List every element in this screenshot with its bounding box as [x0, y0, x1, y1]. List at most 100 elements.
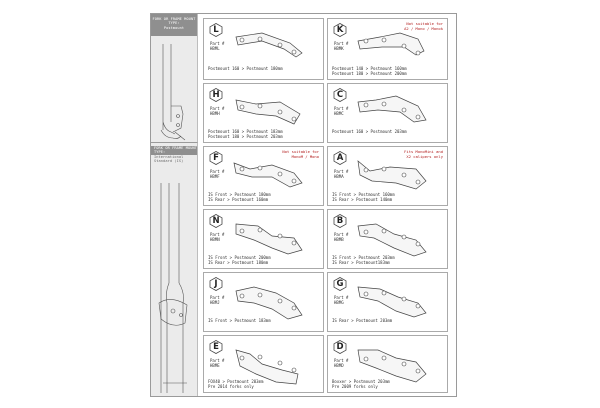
part-code: HBMA [334, 174, 344, 179]
part-label: Part # [210, 169, 225, 174]
description-line: Postmount 160 > Postmount 203mm [332, 128, 407, 134]
section-subtitle: International Standard (IS) [154, 154, 184, 164]
adaptor-card-c: C Part #HBMC Postmount 160 > Postmount 203… [327, 83, 448, 143]
part-number: Part #HBMB [334, 232, 348, 242]
adaptor-description: Postmount 160 > Postmount 180mm [208, 66, 283, 76]
part-label: Part # [334, 106, 349, 111]
hexagon-letter-icon: L [209, 23, 223, 37]
brake-adaptor-drawing-icon [235, 349, 299, 385]
part-label: Part # [210, 41, 225, 46]
section-subtitle: Postmount [163, 25, 185, 30]
adaptor-card-g: G Part #HBMG IS Rear > Postmount 203mm [327, 272, 448, 332]
brake-adaptor-drawing-icon [235, 99, 301, 125]
part-number: Part #HBMJ [210, 295, 224, 305]
part-code: HBMD [334, 363, 344, 368]
brake-adaptor-drawing-icon [357, 349, 427, 383]
part-code: HBMK [334, 46, 344, 51]
brake-adaptor-drawing-icon [235, 286, 303, 320]
adaptor-card-j: J Part #HBMJ IS Front > Postmount 183mm [203, 272, 324, 332]
adaptor-card-l: L Part #HBML Postmount 160 > Postmount 180… [203, 18, 324, 80]
part-code: HBMC [334, 111, 344, 116]
adaptor-letter: G [336, 279, 344, 289]
part-number: Part #HBME [210, 358, 224, 368]
brake-adaptor-drawing-icon [235, 223, 303, 255]
is-section-title: FORK OR FRAME MOUNT TYPE: International … [151, 143, 197, 169]
adaptor-letter: B [336, 216, 344, 226]
part-code: HBMH [210, 111, 220, 116]
description-line: Postmount 180 > Postmount 200mm [332, 70, 407, 76]
description-line: IS Front > Postmount 183mm [208, 317, 271, 323]
compatibility-note: Not suitable for MonoM / Mono [282, 149, 319, 159]
description-line: IS Front > Postmount 200mm [208, 254, 271, 260]
part-label: Part # [210, 106, 225, 111]
brake-adaptor-drawing-icon [357, 160, 427, 190]
part-code: HBML [210, 46, 220, 51]
part-label: Part # [334, 358, 349, 363]
description-line: Postmount 180 > Postmount 203mm [208, 133, 283, 139]
description-line: Postmount 160 > Postmount 180mm [208, 65, 283, 71]
description-line: IS Rear > Postmount 140mm [332, 196, 393, 202]
description-line: Postmount 160 > Postmount 183mm [208, 128, 283, 134]
part-code: HBME [210, 363, 220, 368]
part-number: Part #HBMG [334, 295, 348, 305]
description-line [208, 71, 283, 76]
hexagon-letter-icon: E [209, 340, 223, 354]
part-code: HBMG [334, 300, 344, 305]
part-label: Part # [334, 41, 349, 46]
description-line: IS Front > Postmount 180mm [208, 191, 271, 197]
hexagon-letter-icon: H [209, 88, 223, 102]
adaptor-letter: H [212, 90, 220, 100]
part-label: Part # [210, 358, 225, 363]
hexagon-letter-icon: F [209, 151, 223, 165]
description-line [332, 323, 392, 328]
part-number: Part #HBMK [334, 41, 348, 51]
description-line [208, 323, 271, 328]
brake-adaptor-drawing-icon [357, 32, 425, 56]
compatibility-note: Not suitable for A2 / Mono / Monok [404, 21, 443, 31]
adaptor-letter: E [213, 342, 219, 352]
adaptor-description: IS Rear > Postmount 203mm [332, 318, 392, 328]
adaptor-letter: A [336, 153, 344, 163]
description-line: Pre 2014 forks only [208, 383, 254, 389]
part-code: HBMF [210, 174, 220, 179]
part-number: Part #HBMF [210, 169, 224, 179]
hexagon-letter-icon: C [333, 88, 347, 102]
hexagon-letter-icon: D [333, 340, 347, 354]
adaptor-card-f: F Part #HBMF Not suitable for MonoM / Mono… [203, 146, 324, 206]
part-number: Part #HBMD [334, 358, 348, 368]
description-line: Pre 2009 forks only [332, 383, 378, 389]
part-number: Part #HBMA [334, 169, 348, 179]
hexagon-letter-icon: J [209, 277, 223, 291]
part-number: Part #HBMC [334, 106, 348, 116]
postmount-section-title: FORK OR FRAME MOUNT TYPE: Postmount [151, 14, 197, 36]
brake-adaptor-drawing-icon [357, 286, 427, 318]
description-line: IS Rear > Postmount 180mm [208, 259, 269, 265]
fork-leg-drawing-icon [160, 44, 186, 141]
part-code: HBMN [210, 237, 220, 242]
part-code: HBMJ [210, 300, 220, 305]
adaptor-letter: C [336, 90, 344, 100]
description-line: IS Rear > Postmount 203mm [332, 317, 393, 323]
hexagon-letter-icon: B [333, 214, 347, 228]
is-sidebar: FORK OR FRAME MOUNT TYPE: International … [151, 143, 198, 396]
adaptor-card-h: H Part #HBMH Postmount 160 > Postmount 183… [203, 83, 324, 143]
part-number: Part #HBMH [210, 106, 224, 116]
adaptor-letter: L [213, 25, 219, 35]
adaptor-letter: F [213, 153, 219, 163]
part-label: Part # [334, 169, 349, 174]
fork-leg-drawing-icon [158, 183, 188, 393]
description-line: Boxxer > Postmount 203mm [332, 378, 390, 384]
part-number: Part #HBML [210, 41, 224, 51]
adaptor-letter: J [214, 279, 218, 289]
hexagon-letter-icon: N [209, 214, 223, 228]
